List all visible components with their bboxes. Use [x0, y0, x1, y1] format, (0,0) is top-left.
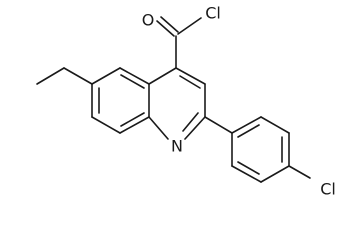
bond-ph-c5-c6: [231, 165, 262, 183]
ring-nitrogen-label: N: [171, 137, 183, 156]
bond-ph-c5-c6-inner: [237, 161, 260, 175]
bond-c4a-c5-inner: [120, 74, 145, 89]
aryl-chlorine-label: Cl: [320, 180, 336, 199]
acyl-oxygen-label: O: [142, 11, 155, 30]
bond-ph-c1-c2: [231, 116, 262, 134]
bond-ph-c4-chlorine: [288, 165, 311, 179]
bond-c2-n1: [184, 116, 206, 140]
bond-ph-c1-c2-inner: [237, 124, 260, 138]
bond-c2-n1-inner: [182, 112, 199, 132]
bond-carbonyl-chlorine: [177, 17, 202, 35]
bond-c4-c3: [175, 67, 206, 85]
bond-c5-c6: [91, 67, 121, 85]
bond-ph-c4-c5: [260, 165, 290, 183]
acyl-chlorine-label: Cl: [205, 4, 221, 23]
bond-c8-c8a-inner: [120, 112, 145, 127]
atom-labels: O Cl N Cl: [142, 4, 336, 199]
bond-c4-c3-inner: [179, 75, 201, 89]
bond-carbonyl-double-b: [160, 16, 179, 33]
bond-c6-ethyl-ch2: [63, 67, 93, 85]
bond-n1-c8a: [148, 116, 169, 140]
bond-c7-c8: [91, 116, 121, 134]
bond-c4-c4a: [148, 67, 177, 85]
bond-c4a-c5: [119, 67, 150, 85]
bonds: [36, 16, 311, 183]
bond-ph-c2-c3: [260, 116, 290, 134]
bond-carbonyl-double-a: [156, 20, 175, 37]
bond-c8-c8a: [119, 116, 150, 134]
bond-ethyl-ch2-ch3: [36, 67, 65, 85]
bond-c2-phenyl: [204, 116, 233, 134]
chemical-structure-diagram: O Cl N Cl: [36, 4, 336, 199]
